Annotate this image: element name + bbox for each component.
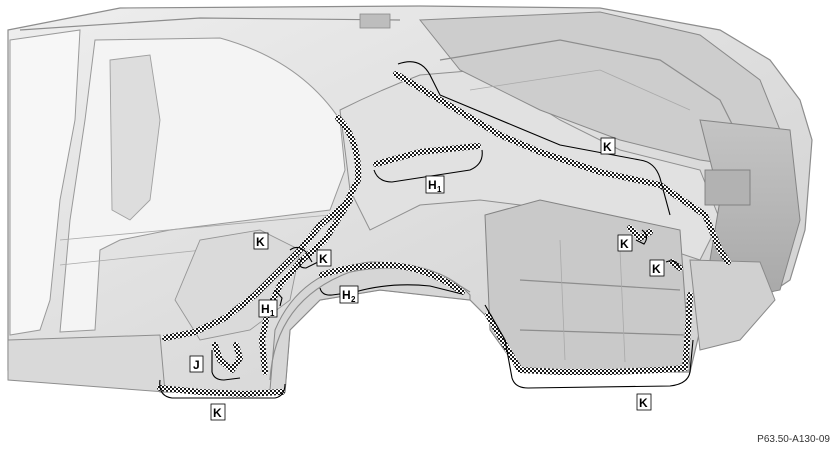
roof-cutout (359, 13, 391, 29)
trunk-rim (439, 39, 741, 141)
svg-text:H: H (342, 288, 351, 302)
front-door-opening (9, 29, 81, 336)
figure-reference: P63.50-A130-09 (757, 434, 830, 445)
bracket-k-right-low (665, 260, 681, 269)
bracket-top-k (397, 61, 671, 216)
rocker-panel (7, 334, 166, 393)
label-j: J (189, 355, 204, 373)
label-k-right-lower: K (649, 259, 665, 277)
floor-box-rib-4 (619, 249, 626, 363)
seam-k-right (627, 225, 653, 241)
bracket-h1-lower (274, 289, 283, 307)
svg-text:H: H (428, 178, 437, 192)
svg-text:1: 1 (270, 309, 275, 318)
label-h2: H 2 (339, 285, 359, 304)
label-h1-lower: H 1 (258, 299, 278, 318)
svg-text:K: K (256, 235, 265, 249)
body-shell (7, 5, 813, 393)
callout-brackets (159, 61, 694, 399)
label-k-right: K (617, 234, 633, 252)
floor-line (59, 214, 331, 241)
svg-text:K: K (213, 406, 222, 420)
seam-zones (157, 71, 731, 397)
svg-text:2: 2 (351, 295, 356, 304)
floor-box-rib (519, 279, 681, 291)
label-k-bottom: K (210, 403, 226, 421)
seam-rocker (157, 385, 285, 397)
trunk-floor-line (469, 69, 691, 111)
seam-h2-arch (319, 262, 465, 295)
svg-text:K: K (639, 396, 648, 410)
seam-floor-box (485, 292, 693, 375)
c-pillar (339, 69, 721, 261)
seam-c-pillar (162, 115, 362, 341)
label-k-left: K (253, 232, 269, 250)
b-pillar-inner (109, 54, 161, 221)
bracket-k-mid-left (289, 246, 313, 263)
rear-floor-box (484, 199, 691, 373)
seam-inner-pillar (259, 197, 353, 375)
seam-j-area (212, 342, 243, 373)
seam-h1-upper (373, 143, 481, 167)
rear-bumper-support (689, 259, 776, 351)
label-k-top: K (600, 137, 616, 155)
svg-text:K: K (603, 140, 612, 154)
bracket-k-right (635, 229, 648, 245)
floor-box-rib-3 (559, 239, 566, 361)
bracket-bottom-right-k (484, 304, 694, 389)
tail-lamp-recess (704, 169, 751, 206)
label-k-bottom-right: K (636, 393, 652, 411)
label-h1-upper: H 1 (425, 175, 445, 194)
svg-text:K: K (620, 237, 629, 251)
roof-rail (19, 17, 401, 31)
svg-text:K: K (652, 262, 661, 276)
floor-box-rib-2 (519, 329, 686, 336)
bracket-k-mid (299, 257, 319, 269)
seam-roof-rear (393, 71, 731, 265)
svg-text:1: 1 (437, 185, 442, 194)
svg-text:H: H (261, 302, 270, 316)
svg-text:J: J (193, 358, 200, 372)
label-k-mid: K (316, 249, 332, 267)
seam-k-lower-right (669, 259, 683, 271)
bracket-bottom-k (159, 379, 286, 399)
svg-text:K: K (319, 252, 328, 266)
bracket-j (211, 350, 241, 381)
